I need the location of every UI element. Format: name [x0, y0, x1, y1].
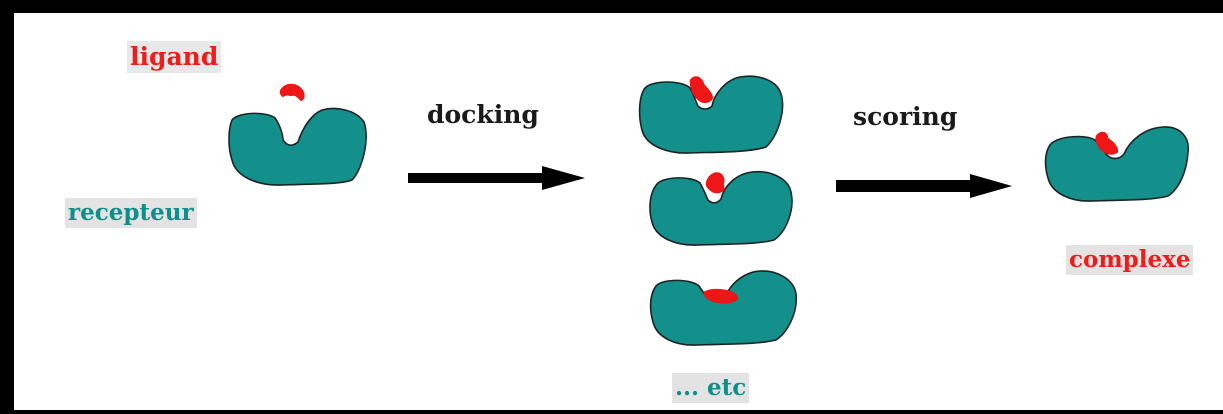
receptor-shape-pose-2: [649, 170, 793, 246]
receptor-shape-initial: [228, 107, 367, 186]
docking-arrow: [408, 166, 585, 190]
pose-2: [649, 170, 793, 246]
receptor-shape-complex: [1044, 126, 1189, 202]
complex-label: complexe: [1066, 245, 1194, 275]
ligand-pose-3: [703, 288, 739, 304]
receptor-initial: [228, 83, 367, 186]
receptor-label: recepteur: [65, 198, 197, 228]
ligand-pose-2: [705, 172, 726, 194]
ligand-pose-1: [689, 76, 714, 103]
ligand-free: [279, 83, 305, 102]
etc-label: ... etc: [672, 373, 750, 403]
receptor-shape-pose-3: [649, 270, 798, 346]
scoring-arrow: [836, 174, 1012, 198]
ligand-label: ligand: [127, 41, 222, 73]
docking-label: docking: [427, 100, 539, 129]
complex-final: [1044, 126, 1189, 202]
pose-3: [649, 270, 798, 346]
receptor-shape-pose-1: [638, 75, 784, 154]
scoring-label: scoring: [853, 102, 958, 131]
diagram-canvas: [14, 13, 1223, 410]
pose-1: [638, 75, 784, 154]
ligand-complex: [1095, 131, 1119, 155]
